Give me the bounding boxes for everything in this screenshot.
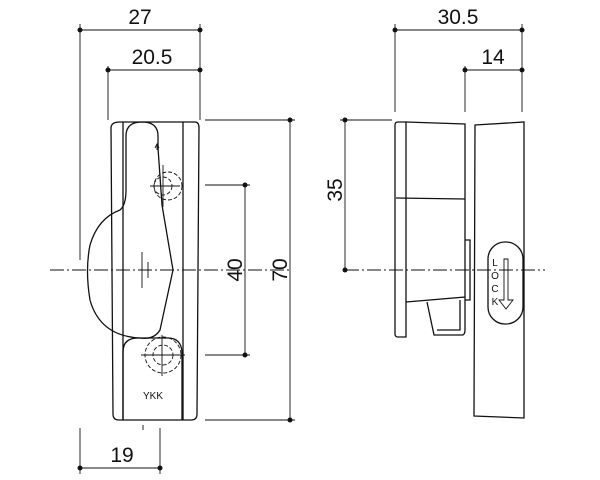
dim-35: 35	[324, 178, 347, 201]
hook	[426, 297, 466, 336]
lock-letter: L	[492, 258, 498, 269]
screw-hole-bottom	[141, 335, 185, 376]
dim-40: 40	[224, 258, 247, 281]
housing-block	[405, 121, 466, 303]
lever-plate	[473, 121, 525, 419]
dim-27: 27	[128, 6, 151, 29]
ykk-mark: YKK	[143, 391, 163, 402]
latch-body-outline	[110, 121, 200, 421]
dim-30-5: 30.5	[438, 6, 479, 29]
dim-19: 19	[110, 444, 133, 467]
screw-hole-top	[150, 165, 183, 207]
front-view: 27 20.5 YKK 40	[50, 6, 295, 474]
dim-70: 70	[269, 258, 292, 281]
base-plate	[394, 121, 407, 338]
latch-handle	[86, 121, 174, 339]
lock-letter: O	[491, 271, 499, 282]
lock-letter: K	[492, 297, 499, 308]
lock-indicator	[487, 241, 524, 325]
dim-14: 14	[481, 46, 505, 69]
side-view: 30.5 14 35 L O C K	[324, 6, 545, 419]
dim-20-5: 20.5	[132, 46, 173, 69]
lock-letter: C	[491, 284, 498, 295]
